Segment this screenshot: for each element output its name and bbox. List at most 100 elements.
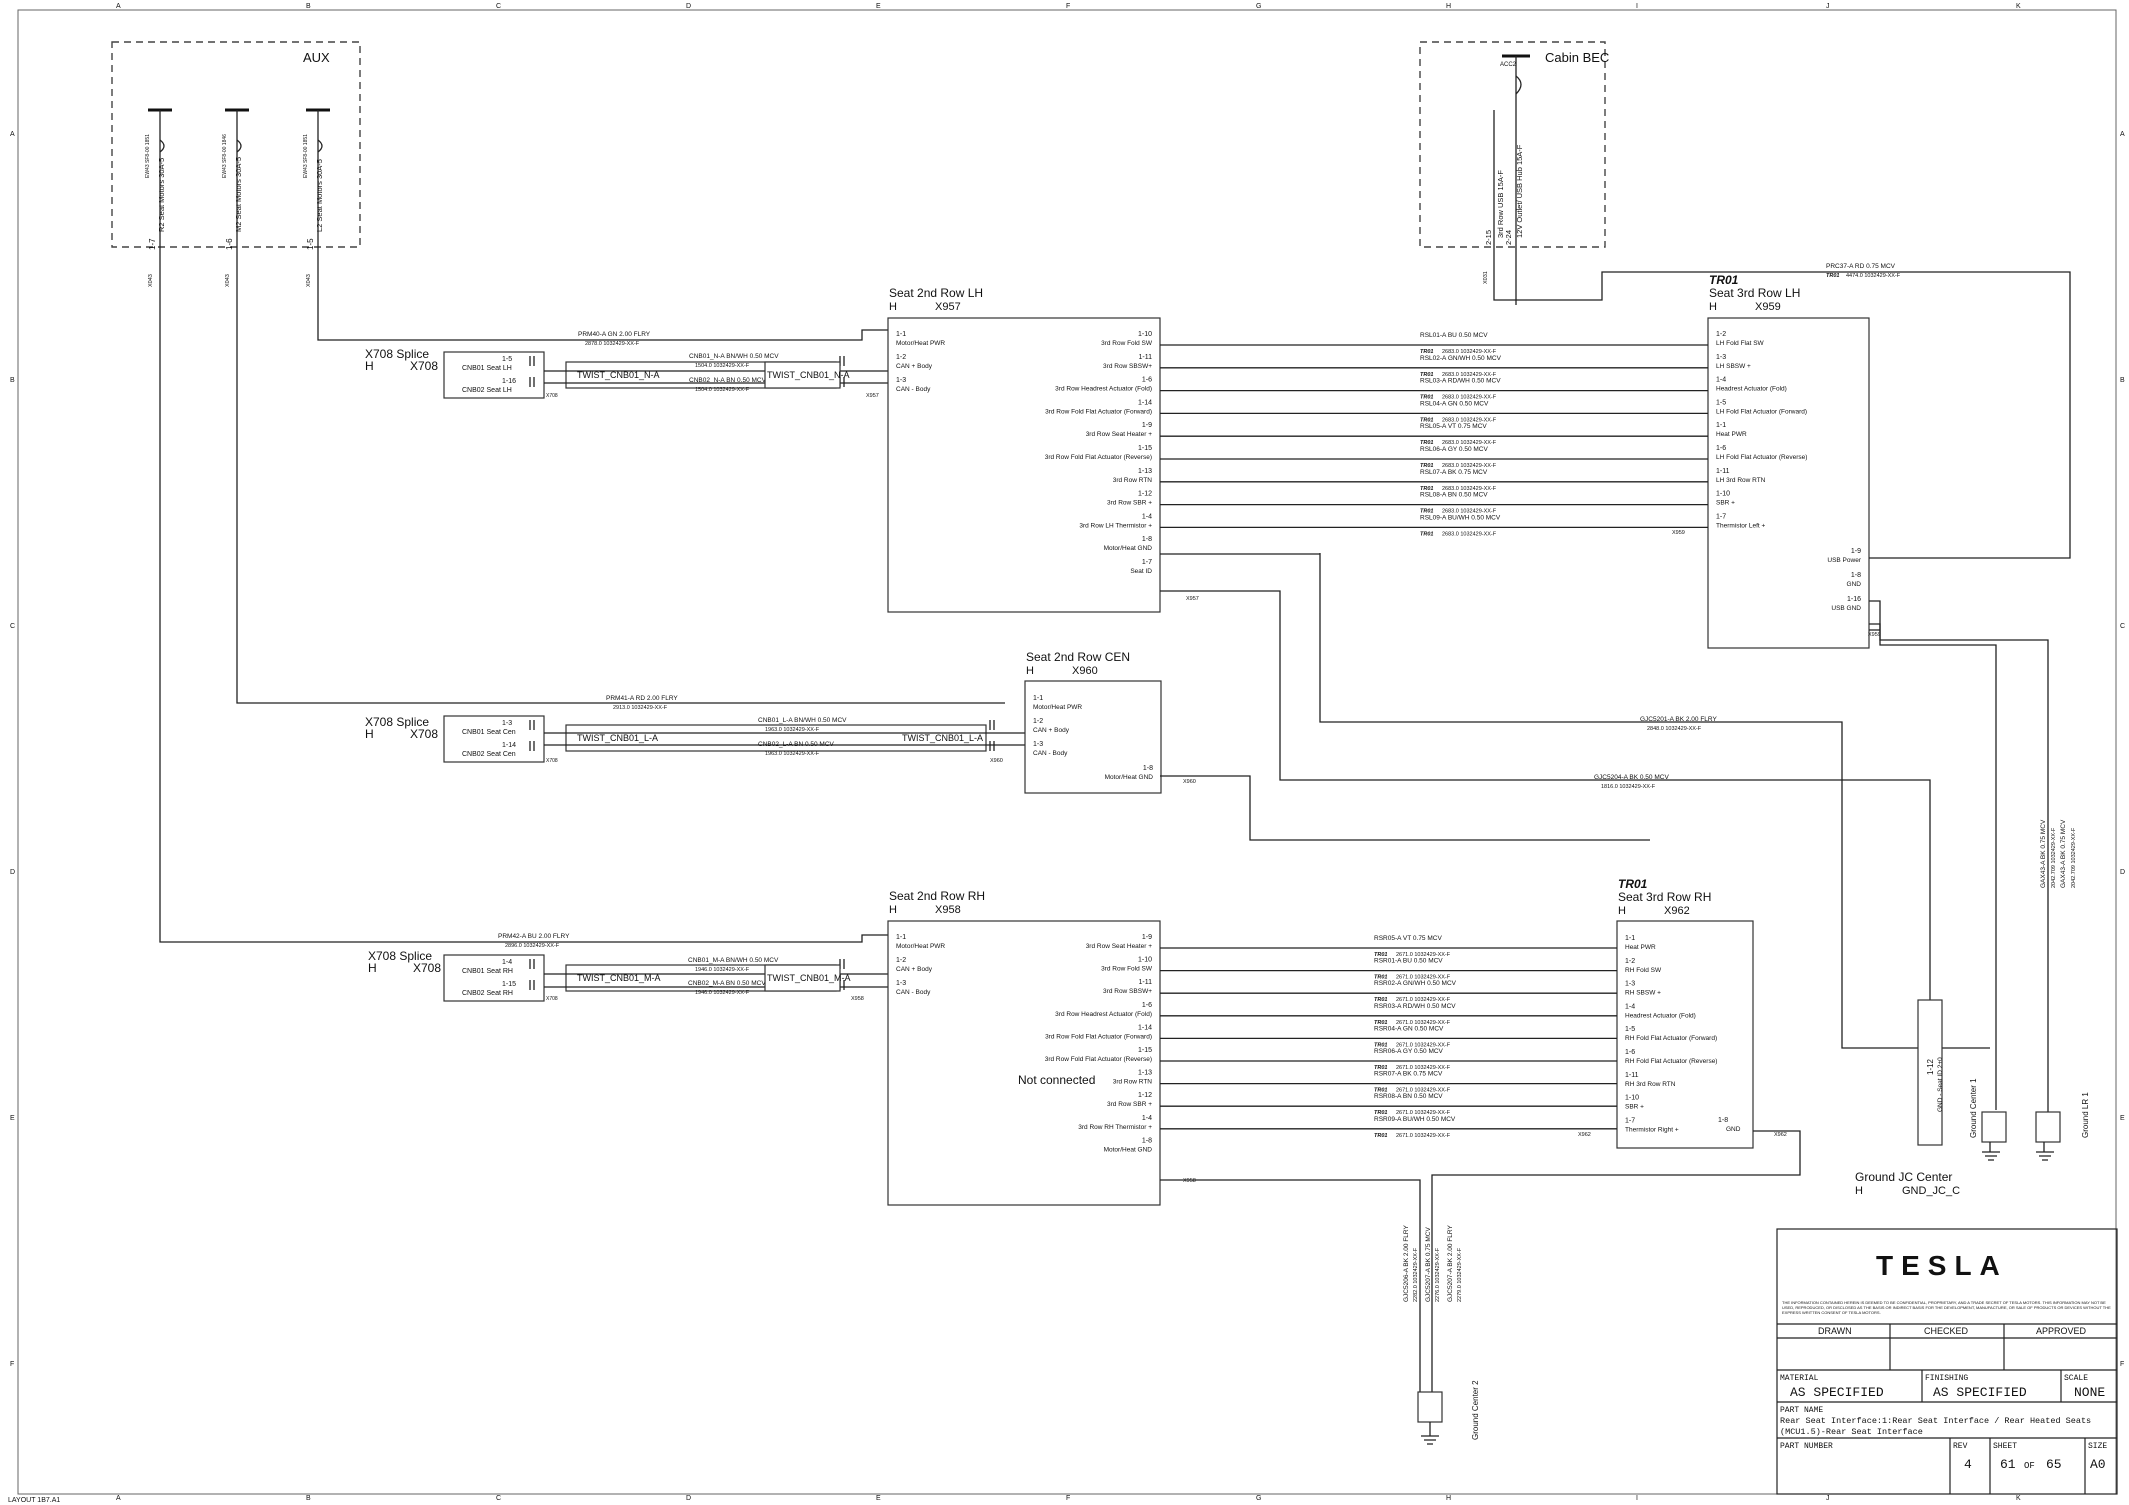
splice-cen-twist — [565, 724, 987, 752]
seat3-lh-pins-label-4: Heat PWR — [1716, 431, 1747, 438]
seat3-rh-title: Seat 3rd Row RH — [1618, 890, 1711, 904]
tb-sheet-label: SHEET — [1993, 1442, 2017, 1451]
splice-rh-box — [443, 954, 545, 1002]
splice-cen: X708 Splice H X708 1-3 CNB01 Seat Cen 1-… — [365, 715, 987, 764]
rsl-wire-tr-3: TR01 — [1420, 417, 1433, 423]
title-block: TESLA THE INFORMATION CONTAINED HEREIN I… — [1776, 1228, 2118, 1495]
seat-rh-right-pin-0: 1-9 — [1142, 934, 1152, 941]
twist-rh-right — [764, 964, 841, 992]
splice-lh-p2: 1-16 — [502, 378, 516, 385]
rsr-wire-tr-0: TR01 — [1374, 952, 1387, 958]
ground-jc-code: GND_JC_C — [1902, 1185, 1960, 1197]
rsr-wire-tr-2: TR01 — [1374, 997, 1387, 1003]
splice-rh-p1-label: CNB01 Seat RH — [462, 968, 513, 975]
splice-cen-title: X708 Splice — [365, 715, 429, 729]
rsl-wire-tr-8: TR01 — [1420, 531, 1433, 537]
splice-cen-code: X708 — [410, 727, 438, 741]
seat-lh-right-label-0: 3rd Row Fold SW — [1101, 340, 1153, 347]
seat-lh-right-label-8: 3rd Row LH Thermistor + — [1079, 522, 1152, 529]
seat-lh-left-label-0: Motor/Heat PWR — [896, 340, 945, 347]
seat-rh-right-pin-4: 1-14 — [1138, 1024, 1152, 1031]
grid-bottom-G: G — [1256, 1495, 1261, 1502]
seat3-rh-box — [1616, 920, 1754, 1149]
grid-top-C: C — [496, 3, 501, 10]
tb-sheet-of: OF — [2024, 1461, 2035, 1471]
aux-fuse-m2: M2 Seat Motors 30A-5 EW43 SF8-00 1846 1-… — [222, 108, 249, 287]
wire-cnb-n1-len: 1504.0 1032429-XX-F — [695, 363, 750, 369]
grid-top-H: H — [1446, 3, 1451, 10]
aux-box — [111, 41, 361, 248]
seat3-lh-pins-pin-8: 1-7 — [1716, 513, 1726, 520]
seat-lh-right-pin-5: 1-15 — [1138, 445, 1152, 452]
splice-cen-box — [443, 715, 545, 763]
seat-rh-right-label-3: 3rd Row Headrest Actuator (Fold) — [1055, 1011, 1152, 1018]
seat-rh-code: X958 — [935, 904, 961, 916]
wire-prc37-tr: TR01 — [1826, 273, 1839, 279]
grid-left-A: A — [10, 131, 15, 138]
rsl-wire-label-0: RSL01-A BU 0.50 MCV — [1420, 332, 1488, 339]
wire-vert-bottom-3: GJC5207-A BK 0.75 MCV — [1425, 1227, 1432, 1302]
grid-bottom-A: A — [116, 1495, 121, 1502]
rsr-wire-tr-3: TR01 — [1374, 1020, 1387, 1026]
grid-top-J: J — [1826, 3, 1830, 10]
seat3-lh-pins-right-pin-2: 1-16 — [1847, 596, 1861, 603]
seat-rh-title: Seat 2nd Row RH — [889, 889, 985, 903]
splice-rh-p1: 1-4 — [502, 959, 512, 966]
seat-cen-pins-label-0: Motor/Heat PWR — [1033, 704, 1082, 711]
rsl-wire-tr-5: TR01 — [1420, 463, 1433, 469]
grid-left-C: C — [10, 623, 15, 630]
wire-vert-bottom-5: GJC5207-A BK 2.00 FLRY — [1447, 1224, 1454, 1302]
seat-lh-right-pin-7: 1-12 — [1138, 491, 1152, 498]
wire-vert-right-3: GAX43-A BK 0.75 MCV — [2060, 819, 2067, 888]
grid-top-K: K — [2016, 3, 2021, 10]
ground-center-1-box — [1981, 1111, 2007, 1143]
seat3-lh-pins-pin-1: 1-3 — [1716, 354, 1726, 361]
seat3-rh-pins-pin-8: 1-7 — [1625, 1117, 1635, 1124]
seat-lh-tag: X957 — [1186, 596, 1199, 602]
seat3-lh-pins-pin-0: 1-2 — [1716, 331, 1726, 338]
wire-prm42-len: 2896.0 1032429-XX-F — [505, 943, 560, 949]
seat-rh-right-pin-6: 1-13 — [1138, 1070, 1152, 1077]
seat-cen-title: Seat 2nd Row CEN — [1026, 650, 1130, 664]
seat-rh-right-pin-5: 1-15 — [1138, 1047, 1152, 1054]
rsl-wire-label-4: RSL05-A VT 0.75 MCV — [1420, 423, 1487, 430]
wire-cnb-n2: CNB02_N-A BN 0.50 MCV — [689, 377, 767, 384]
rsr-wire-label-1: RSR01-A BU 0.50 MCV — [1374, 958, 1443, 965]
wire-cnb-l1: CNB01_L-A BN/WH 0.50 MCV — [758, 717, 847, 724]
wire-vert-right-4: 2042.709 1032429-XX-F — [2071, 827, 2077, 888]
seat3-lh-pins-right-pin-1: 1-8 — [1851, 572, 1861, 579]
rsl-wire-tr-0: TR01 — [1420, 349, 1433, 355]
rsl-wire-tr-7: TR01 — [1420, 509, 1433, 515]
seat3-lh-pins-label-0: LH Fold Flat SW — [1716, 340, 1765, 347]
splice-cen-twist-label-2: TWIST_CNB01_L-A — [902, 733, 983, 743]
splice-rh-code: X708 — [413, 961, 441, 975]
splice-cen-twist-label: TWIST_CNB01_L-A — [577, 733, 658, 743]
seat3-rh-pins-pin-5: 1-6 — [1625, 1049, 1635, 1056]
rsl-wire-label-1: RSL02-A GN/WH 0.50 MCV — [1420, 355, 1502, 362]
seat3-rh-pins-label-5: RH Fold Flat Actuator (Reverse) — [1625, 1058, 1717, 1065]
grid-bottom-H: H — [1446, 1495, 1451, 1502]
seat-lh-left-pin-0: 1-1 — [896, 331, 906, 338]
rsr-wire-tr-8: TR01 — [1374, 1133, 1387, 1139]
seat3-rh-gnd-label: GND — [1726, 1126, 1741, 1133]
seat3-lh-pins-label-5: LH Fold Flat Actuator (Reverse) — [1716, 454, 1807, 461]
seat3-lh-pins-label-1: LH SBSW + — [1716, 363, 1751, 370]
aux-fuse-r2: R2 Seat Motors 30A-5 EW43 SF8-00 1851 1-… — [145, 108, 172, 287]
wire-cnb-l2-len: 1963.0 1032429-XX-F — [765, 751, 820, 757]
tb-scale-label: SCALE — [2064, 1374, 2088, 1383]
rsl-wire-label-6: RSL07-A BK 0.75 MCV — [1420, 469, 1488, 476]
seat-rh-box — [887, 920, 1161, 1206]
rsl-wire-label-7: RSL08-A BN 0.50 MCV — [1420, 492, 1488, 499]
cabin-bec-pin-2-label: 12V Outlet/ USB Hub 15A-F — [1515, 144, 1524, 238]
rsr-wire-len-7: 2671.0 1032429-XX-F — [1396, 1110, 1451, 1116]
rsr-wire-len-2: 2671.0 1032429-XX-F — [1396, 997, 1451, 1003]
seat3-rh-pins-label-6: RH 3rd Row RTN — [1625, 1081, 1676, 1088]
aux-fuse-r2-label: R2 Seat Motors 30A-5 — [157, 158, 166, 232]
cabin-bec-pin-2: 2-24 — [1504, 230, 1513, 245]
grid-bottom-J: J — [1826, 1495, 1830, 1502]
twist-lh-right — [764, 361, 841, 389]
